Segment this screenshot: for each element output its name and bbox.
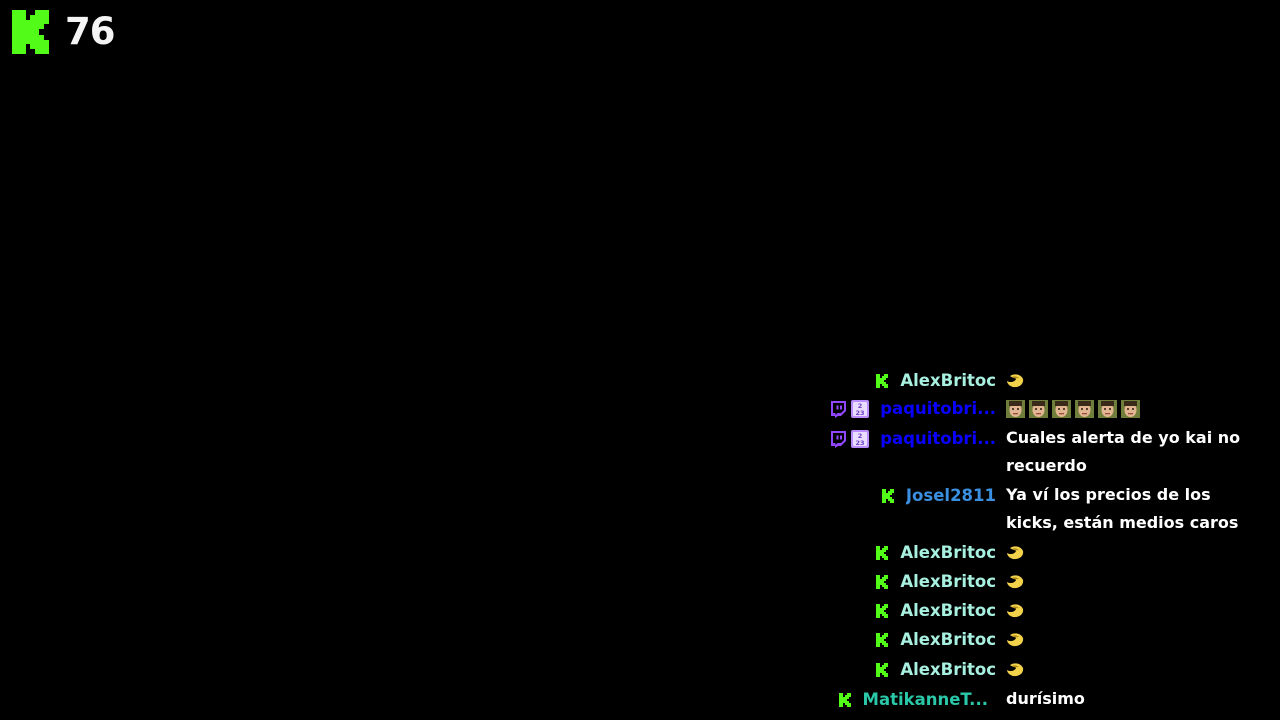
moon-emote-icon <box>1007 663 1024 677</box>
chat-message-author: AlexBritoc <box>875 655 996 684</box>
kick-icon <box>838 692 851 707</box>
chat-username[interactable]: AlexBritoc <box>900 543 996 562</box>
chat-message-body <box>1006 655 1268 684</box>
chat-message: 2 23 paquitobri... Cuales alerta de yo k… <box>0 424 1280 481</box>
chat-message-body <box>1006 625 1268 654</box>
chat-message: AlexBritoc <box>0 538 1280 567</box>
badges <box>881 488 895 503</box>
face-emote-icon <box>1075 399 1094 418</box>
twitch-icon <box>831 430 847 448</box>
chat-message-body <box>1006 366 1268 395</box>
chat-message-text: Cuales alerta de yo kai no recuerdo <box>1006 428 1241 475</box>
chat-message-author: Josel2811 <box>881 481 996 510</box>
kick-icon <box>881 488 894 503</box>
chat-message-author: AlexBritoc <box>875 538 996 567</box>
chat-message-body <box>1006 394 1268 423</box>
chat-message-body: Ya ví los precios de los kicks, están me… <box>1006 481 1268 537</box>
kick-icon <box>876 603 889 618</box>
chat-message-author: MatikanneT... <box>838 685 988 714</box>
chat-message-author: 2 23 paquitobri... <box>829 424 996 453</box>
twitch-icon <box>831 400 847 418</box>
subscriber-badge-icon: 2 23 <box>851 399 870 418</box>
chat-message-text: durísimo <box>1006 689 1085 708</box>
chat-message-author: AlexBritoc <box>875 567 996 596</box>
chat-username[interactable]: paquitobri... <box>880 399 996 418</box>
svg-text:2: 2 <box>858 402 863 410</box>
badges: 2 23 <box>829 399 870 418</box>
chat-message-body <box>1006 567 1268 596</box>
chat-username[interactable]: AlexBritoc <box>900 630 996 649</box>
chat-message: 2 23 paquitobri... <box>0 394 1280 423</box>
badges <box>875 632 889 647</box>
kick-icon <box>876 632 889 647</box>
face-emote-icon <box>1006 399 1025 418</box>
chat-message: AlexBritoc <box>0 655 1280 684</box>
chat-message: AlexBritoc <box>0 366 1280 395</box>
svg-text:23: 23 <box>856 409 865 417</box>
chat-message-author: 2 23 paquitobri... <box>829 394 996 423</box>
chat-message-body: Cuales alerta de yo kai no recuerdo <box>1006 424 1268 480</box>
moon-emote-icon <box>1007 374 1024 388</box>
chat-message-author: AlexBritoc <box>875 625 996 654</box>
subscriber-badge-icon: 2 23 <box>851 429 870 448</box>
chat-username[interactable]: AlexBritoc <box>900 601 996 620</box>
chat-username[interactable]: AlexBritoc <box>900 660 996 679</box>
chat-message-author: AlexBritoc <box>875 366 996 395</box>
chat-username[interactable]: Josel2811 <box>905 486 996 505</box>
moon-emote-icon <box>1007 575 1024 589</box>
chat-message-body <box>1006 596 1268 625</box>
chat-message: AlexBritoc <box>0 567 1280 596</box>
chat-message: AlexBritoc <box>0 625 1280 654</box>
badges <box>875 574 889 589</box>
chat-message-author: AlexBritoc <box>875 596 996 625</box>
kick-icon <box>876 662 889 677</box>
badges <box>875 545 889 560</box>
emote-list <box>1006 394 1268 423</box>
kick-icon <box>876 373 889 388</box>
face-emote-icon <box>1029 399 1048 418</box>
kick-logo-icon <box>12 10 49 54</box>
badges <box>875 603 889 618</box>
face-emote-icon <box>1098 399 1117 418</box>
chat-username[interactable]: AlexBritoc <box>900 572 996 591</box>
face-emote-icon <box>1121 399 1140 418</box>
moon-emote-icon <box>1007 633 1024 647</box>
chat-message-text: Ya ví los precios de los kicks, están me… <box>1006 485 1239 532</box>
badges: 2 23 <box>829 429 870 448</box>
svg-text:23: 23 <box>856 439 865 447</box>
chat-message-body <box>1006 538 1268 567</box>
badges <box>875 373 889 388</box>
badges <box>838 692 852 707</box>
chat-username[interactable]: MatikanneT... <box>862 690 988 709</box>
chat-message-body: durísimo <box>1006 685 1268 713</box>
kick-icon <box>876 574 889 589</box>
viewer-count: 76 <box>65 10 115 53</box>
moon-emote-icon <box>1007 604 1024 618</box>
chat-message: Josel2811 Ya ví los precios de los kicks… <box>0 481 1280 538</box>
chat-username[interactable]: paquitobri... <box>880 429 996 448</box>
kick-icon <box>876 545 889 560</box>
svg-text:2: 2 <box>858 432 863 440</box>
chat-username[interactable]: AlexBritoc <box>900 371 996 390</box>
viewer-counter: 76 <box>12 10 115 54</box>
moon-emote-icon <box>1007 546 1024 560</box>
chat-message: AlexBritoc <box>0 596 1280 625</box>
face-emote-icon <box>1052 399 1071 418</box>
chat-message: MatikanneT... durísimo <box>0 685 1280 714</box>
badges <box>875 662 889 677</box>
